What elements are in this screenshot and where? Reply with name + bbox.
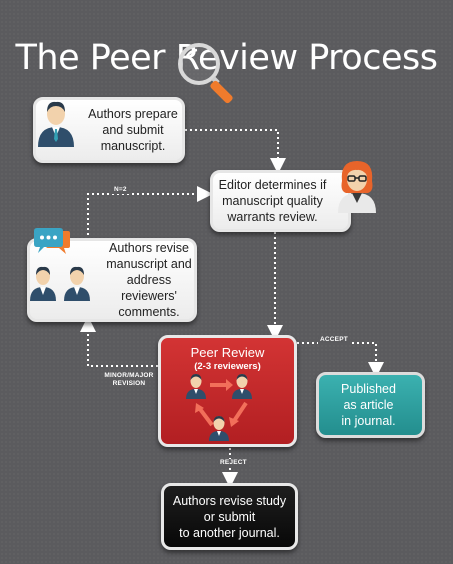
edge-submit-to-editor (185, 129, 286, 174)
node-published: Published as article in journal. (316, 372, 425, 438)
diagram-title: The Peer Review Process (15, 38, 438, 78)
node-reject-outcome: Authors revise study or submit to anothe… (161, 483, 298, 550)
author-icon (38, 101, 74, 147)
edge-revise-to-editor (87, 186, 213, 240)
edge-review-to-revise (80, 316, 158, 367)
node-line: or submit (203, 509, 256, 524)
node-line: as article (343, 398, 394, 412)
node-line: manuscript quality (222, 194, 323, 208)
node-line: to another journal. (179, 525, 280, 540)
node-authors-revise: Authors revise manuscript and address re… (27, 238, 197, 322)
editor-icon (338, 161, 376, 213)
node-line: address reviewers' (121, 273, 177, 303)
node-line: manuscript. (100, 139, 166, 153)
reviewer-cycle-icon (186, 374, 252, 441)
node-line: in journal. (341, 414, 396, 428)
node-line: warrants review. (227, 210, 318, 224)
peer-review-title: Peer Review (190, 345, 265, 360)
edge-label-n2: N=2 (112, 186, 129, 194)
node-line: Authors prepare (88, 107, 178, 121)
edge-label-reject: REJECT (218, 459, 249, 467)
author-pair-icon (30, 266, 90, 301)
node-line: and submit (102, 123, 164, 137)
node-line: Published (341, 382, 396, 396)
edge-label-line: MINOR/MAJOR (104, 372, 154, 379)
node-line: Authors revise study (172, 493, 287, 508)
node-line: comments. (118, 305, 180, 319)
magnifier-icon (178, 43, 233, 104)
node-line: Authors revise (109, 241, 189, 255)
peer-review-subtitle: (2-3 reviewers) (194, 361, 261, 372)
speech-bubble-icon (34, 228, 70, 254)
node-line: manuscript and (106, 257, 192, 271)
edge-label-revision: MINOR/MAJOR REVISION (100, 372, 158, 388)
node-editor: Editor determines if manuscript quality … (210, 170, 351, 232)
node-line: Editor determines if (218, 178, 327, 192)
edge-label-line: REVISION (112, 380, 146, 387)
edge-review-to-published (297, 342, 384, 378)
node-peer-review: Peer Review (2-3 reviewers) (158, 335, 297, 447)
edge-label-accept: ACCEPT (318, 336, 350, 344)
